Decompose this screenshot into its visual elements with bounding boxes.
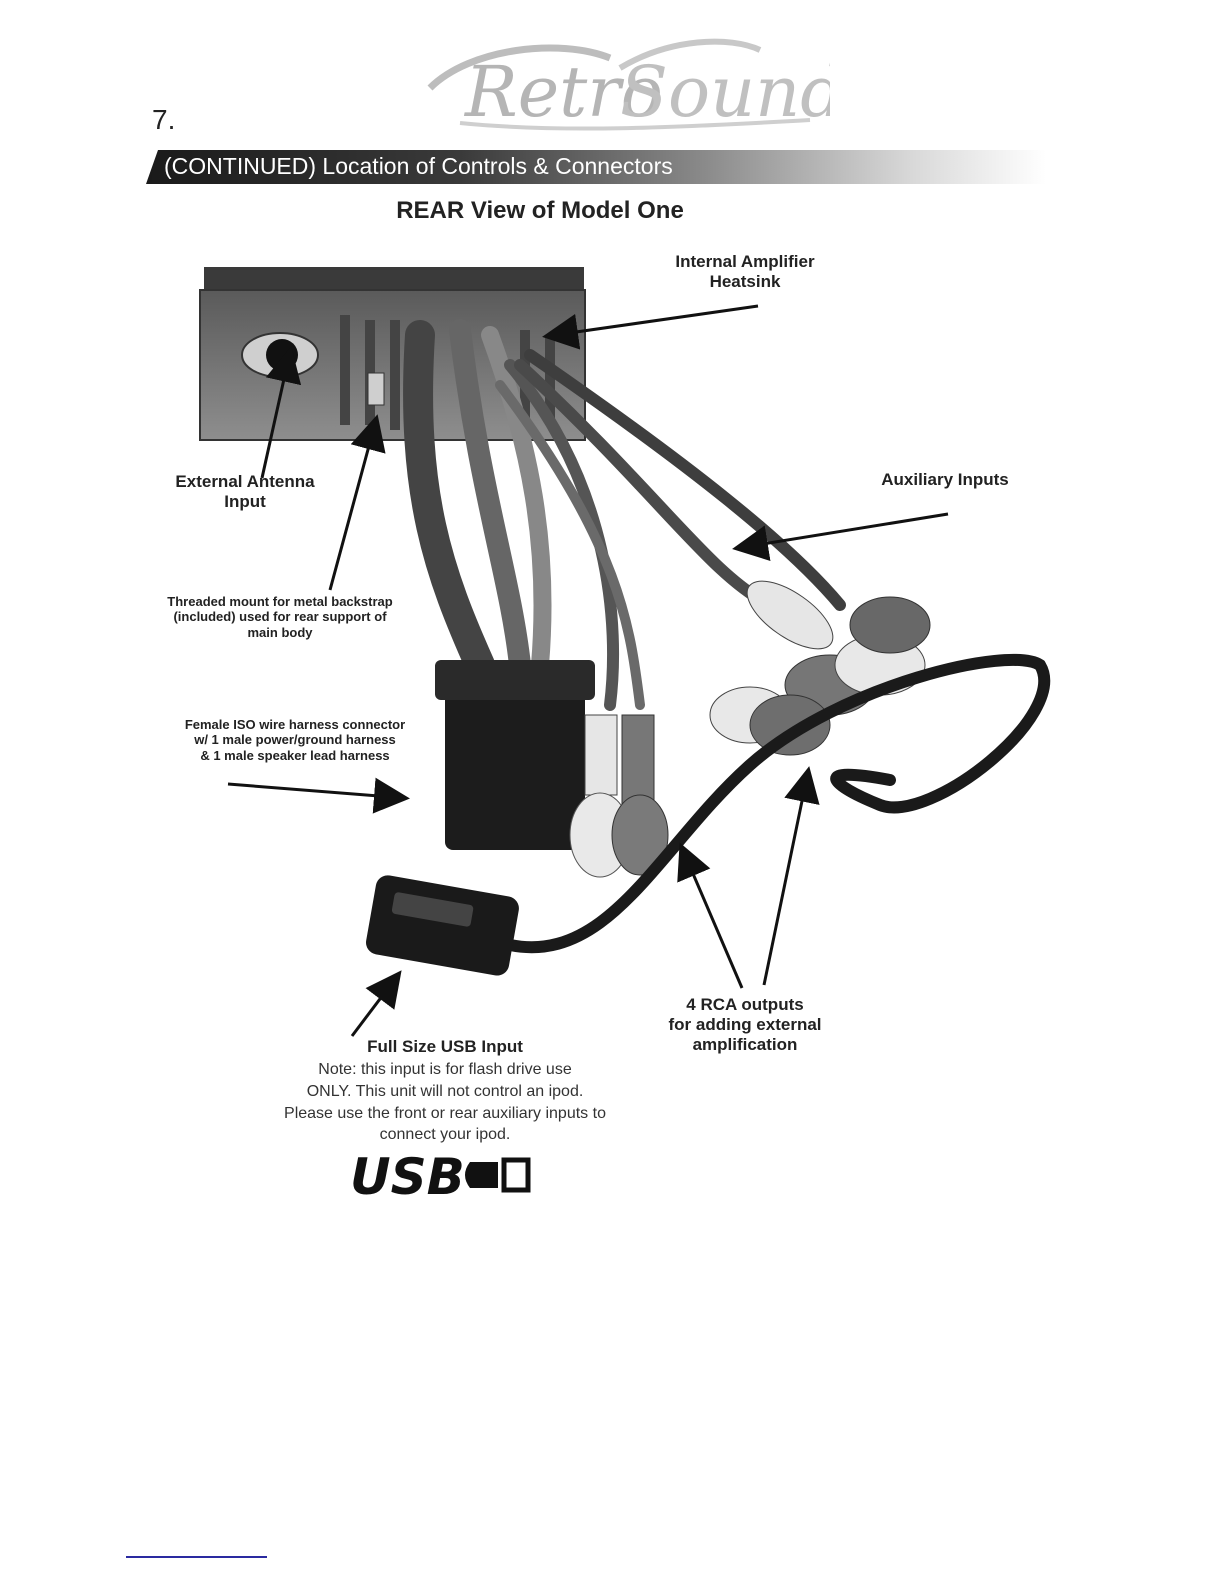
figure-title: REAR View of Model One [396,197,684,224]
callout-usb-input: Full Size USB Input [367,1037,523,1056]
callout-auxiliary-inputs: Auxiliary Inputs [881,470,1009,489]
callout-iso-connector: Female ISO wire harness connector w/ 1 m… [184,717,406,763]
section-banner: (CONTINUED) Location of Controls & Conne… [146,150,1046,184]
callout-rca-outputs: 4 RCA outputs for adding external amplif… [668,995,822,1055]
callout-external-antenna: External Antenna Input [175,472,315,512]
page-number: 7. [152,104,176,135]
section-banner-text: (CONTINUED) Location of Controls & Conne… [164,153,673,179]
callout-threaded-mount: Threaded mount for metal backstrap (incl… [167,594,393,640]
usb-logo: USB [350,1148,531,1200]
svg-text:Retro: Retro [463,51,663,133]
usb-note: Note: this input is for flash drive use … [284,1061,606,1144]
svg-text:Sound: Sound [620,51,830,133]
callout-internal-amplifier: Internal Amplifier Heatsink [675,252,815,292]
usb-logo-text: USB [350,1148,465,1200]
retrosound-logo: Retro Sound [427,38,830,133]
footer-rule [126,1556,267,1558]
